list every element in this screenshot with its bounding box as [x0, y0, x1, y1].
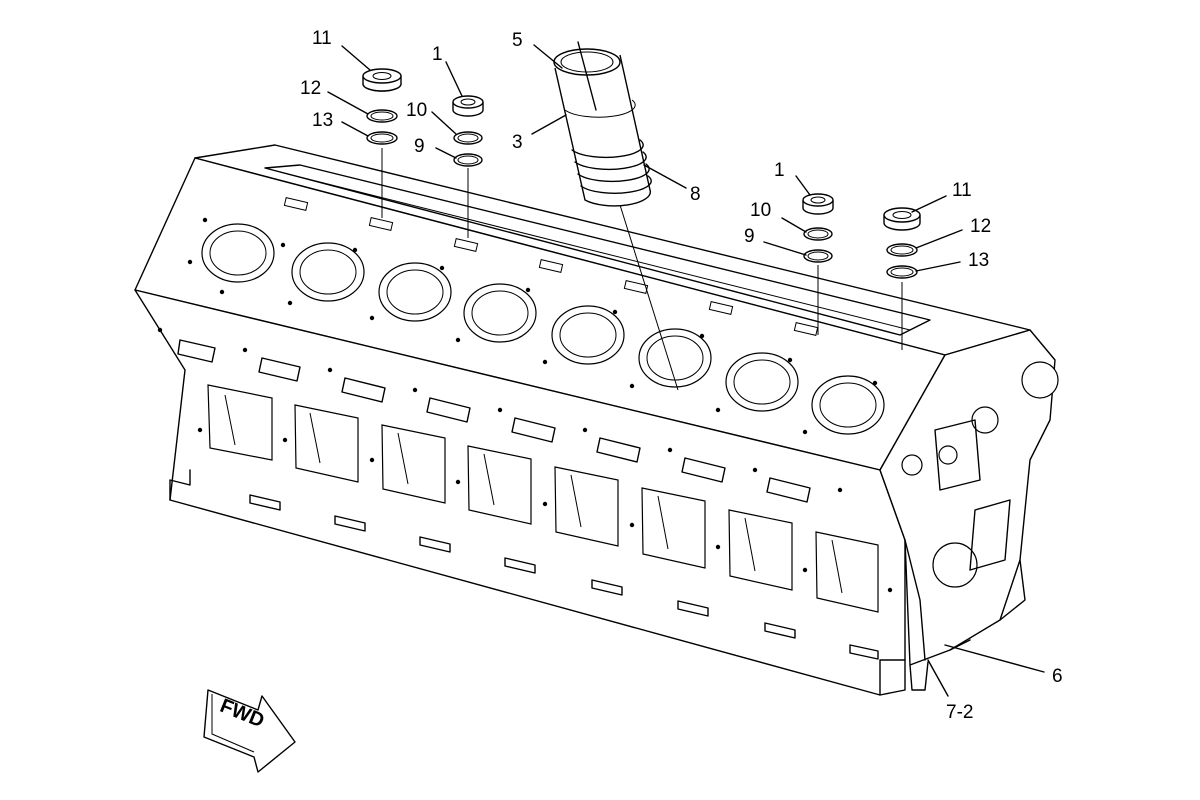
callout-11-right: 11: [952, 180, 972, 201]
cylinder-bore: [378, 262, 452, 322]
cylinder-bore: [551, 305, 625, 365]
engine-block: [134, 144, 1059, 696]
upper-slots: [177, 339, 811, 503]
left-seal-stack: [362, 68, 402, 218]
fwd-arrow-icon: [203, 689, 296, 773]
crankcase-windows: [207, 384, 879, 613]
ring-13-left: [366, 131, 398, 145]
cylinder-bore: [638, 328, 712, 388]
right-plug-stack: [802, 193, 834, 335]
ring-10-left: [453, 131, 483, 145]
callout-3: 3: [512, 132, 523, 153]
callout-labels: 11 12 13 1 10 9 5 3 8 1 10 9 11 12 13 6 …: [300, 28, 1063, 723]
callout-8: 8: [690, 184, 701, 205]
plug-1-right: [802, 193, 834, 215]
ring-13-right: [886, 265, 918, 279]
callout-7-2: 7-2: [946, 702, 973, 723]
callout-5: 5: [512, 30, 523, 51]
callout-9-right: 9: [744, 226, 755, 247]
cylinder-bore: [201, 223, 275, 283]
cylinder-bore: [811, 375, 885, 435]
bolt-holes: [157, 217, 893, 593]
plug-1-left: [452, 95, 484, 117]
right-seal-stack: [883, 207, 921, 350]
deck-pads: [283, 197, 819, 336]
cylinder-bore: [463, 283, 537, 343]
ring-12-right: [886, 243, 918, 257]
leader-lines: [327, 41, 1045, 697]
plug-11-right: [883, 207, 921, 231]
ring-10-right: [803, 227, 833, 241]
callout-12-left: 12: [300, 78, 321, 99]
callout-1-left: 1: [432, 44, 443, 65]
callout-10-right: 10: [750, 200, 771, 221]
ring-9-left: [453, 153, 483, 167]
callout-1-right: 1: [774, 160, 785, 181]
cylinder-liner: [553, 48, 679, 391]
callout-13-left: 13: [312, 110, 333, 131]
callout-10-left: 10: [406, 100, 427, 121]
callout-13-right: 13: [968, 250, 989, 271]
left-plug-stack: [452, 95, 484, 238]
cylinder-bore: [291, 242, 365, 302]
cylinder-bore: [725, 352, 799, 412]
ring-12-left: [366, 109, 398, 123]
callout-9-left: 9: [414, 136, 425, 157]
plug-11-left: [362, 68, 402, 92]
callout-11-left: 11: [312, 28, 332, 49]
forward-direction-arrow: FWD: [203, 689, 296, 773]
cylinder-bores: [201, 223, 885, 435]
ring-9-right: [803, 249, 833, 263]
pan-rail-bosses: [249, 494, 879, 660]
end-face: [879, 329, 1056, 666]
callout-6: 6: [1052, 666, 1063, 687]
callout-12-right: 12: [970, 216, 991, 237]
